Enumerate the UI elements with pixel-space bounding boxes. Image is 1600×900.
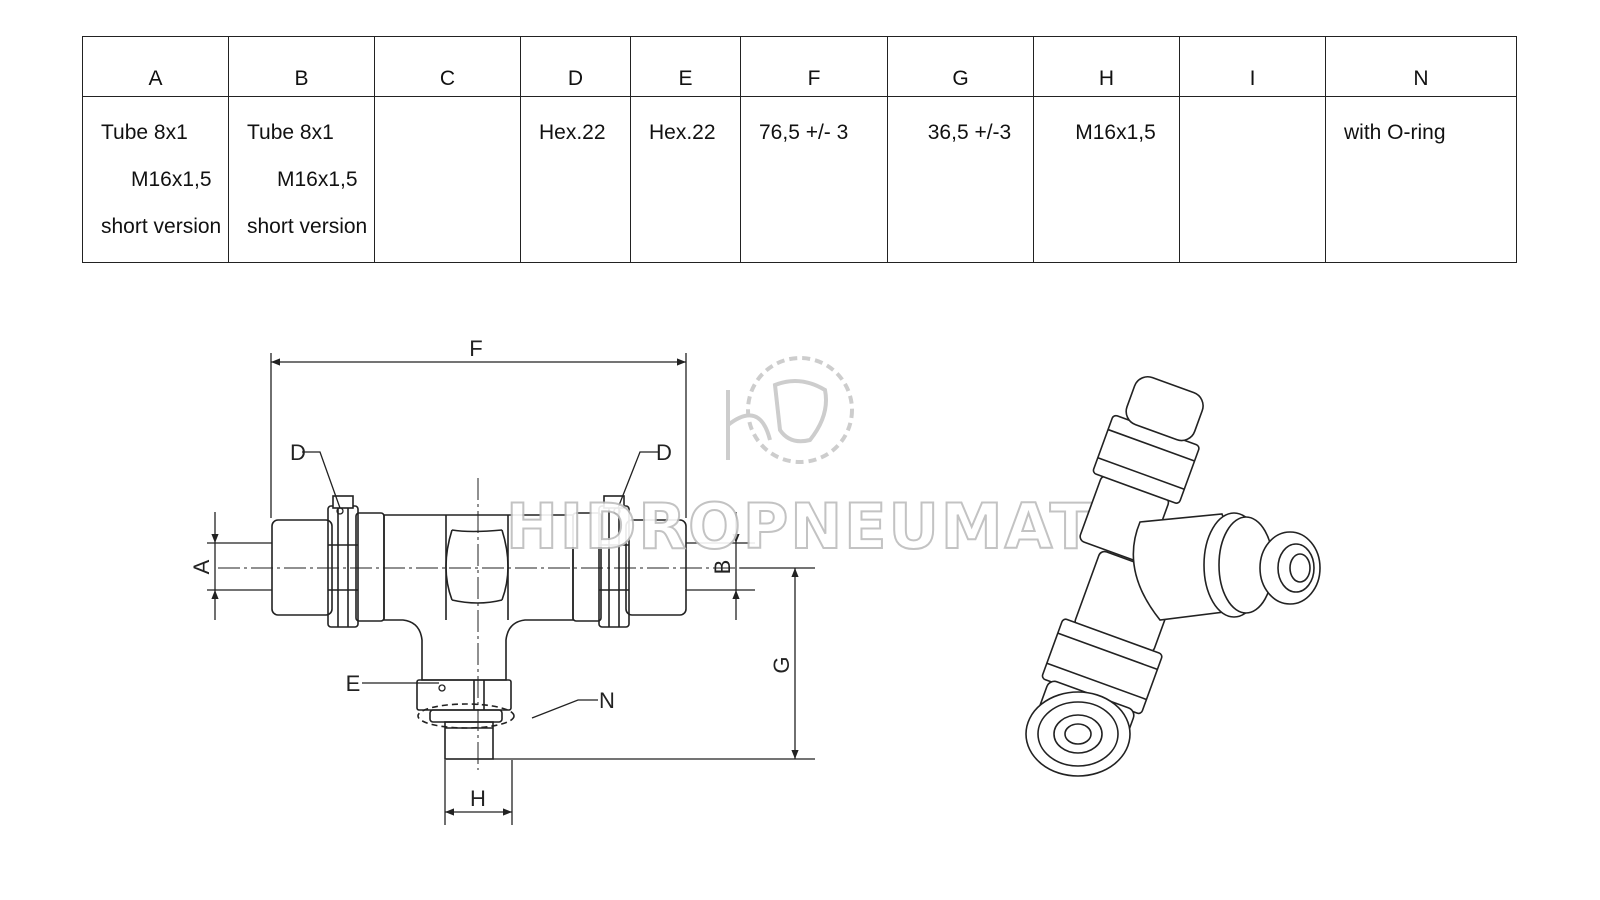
header-a: A: [82, 36, 229, 97]
watermark: HIDROPNEUMAT: [505, 356, 1094, 564]
cell-g: 36,5 +/-3: [887, 96, 1034, 263]
cell-n: with O-ring: [1325, 96, 1517, 263]
spec-table: A B C D E F G H I N Tube 8x1 M16x1,5 sho…: [82, 36, 1517, 263]
value-row: Tube 8x1 M16x1,5 short version Tube 8x1 …: [82, 96, 1517, 263]
label-d-left: D: [290, 440, 306, 465]
cell-i: [1179, 96, 1326, 263]
cell-a-line-3: short version: [101, 215, 222, 238]
cell-b-line-2: M16x1,5: [277, 168, 358, 191]
cell-b-line-1: Tube 8x1: [247, 121, 334, 144]
label-b: B: [710, 560, 735, 575]
front-view: [218, 478, 752, 770]
cell-c: [374, 96, 521, 263]
header-row: A B C D E F G H I N: [82, 36, 1517, 97]
cell-d: Hex.22: [520, 96, 631, 263]
bottom-thread: [444, 721, 494, 760]
label-n: N: [599, 688, 615, 713]
left-nut: [355, 512, 385, 622]
o-ring: [429, 709, 503, 723]
watermark-logo: [726, 356, 854, 464]
watermark-text: HIDROPNEUMAT: [506, 490, 1094, 563]
cell-a: Tube 8x1 M16x1,5 short version: [82, 96, 229, 263]
cell-a-line-2: M16x1,5: [131, 168, 212, 191]
dimensions: [207, 353, 815, 825]
cell-b: Tube 8x1 M16x1,5 short version: [228, 96, 375, 263]
header-i: I: [1179, 36, 1326, 97]
header-d: D: [520, 36, 631, 97]
label-e: E: [346, 671, 361, 696]
cell-a-line-1: Tube 8x1: [101, 121, 188, 144]
label-d-right: D: [656, 440, 672, 465]
cell-h: M16x1,5: [1033, 96, 1180, 263]
header-b: B: [228, 36, 375, 97]
cell-b-line-3: short version: [247, 215, 368, 238]
cell-f: 76,5 +/- 3: [740, 96, 888, 263]
header-h: H: [1033, 36, 1180, 97]
dimension-labels: F D D A B G E N H: [189, 336, 794, 811]
label-h: H: [470, 786, 486, 811]
label-f: F: [469, 336, 482, 361]
cell-e: Hex.22: [630, 96, 741, 263]
header-g: G: [887, 36, 1034, 97]
bottom-hex: [416, 679, 512, 711]
isometric-view: [1025, 375, 1321, 777]
label-a: A: [189, 559, 214, 574]
label-g: G: [769, 656, 794, 673]
